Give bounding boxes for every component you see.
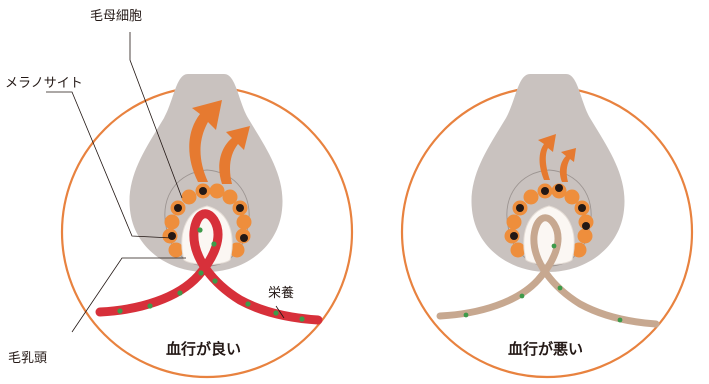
caption-poor-circulation: 血行が悪い [508, 342, 583, 357]
poor-circulation-panel [402, 74, 692, 377]
label-melanocyte: メラノサイト [5, 77, 83, 90]
label-hair-matrix-cell: 毛母細胞 [90, 10, 142, 23]
label-dermal-papilla: 毛乳頭 [8, 352, 47, 365]
caption-good-circulation: 血行が良い [166, 342, 241, 357]
label-nutrition: 栄養 [268, 287, 294, 300]
good-circulation-panel [46, 32, 352, 377]
